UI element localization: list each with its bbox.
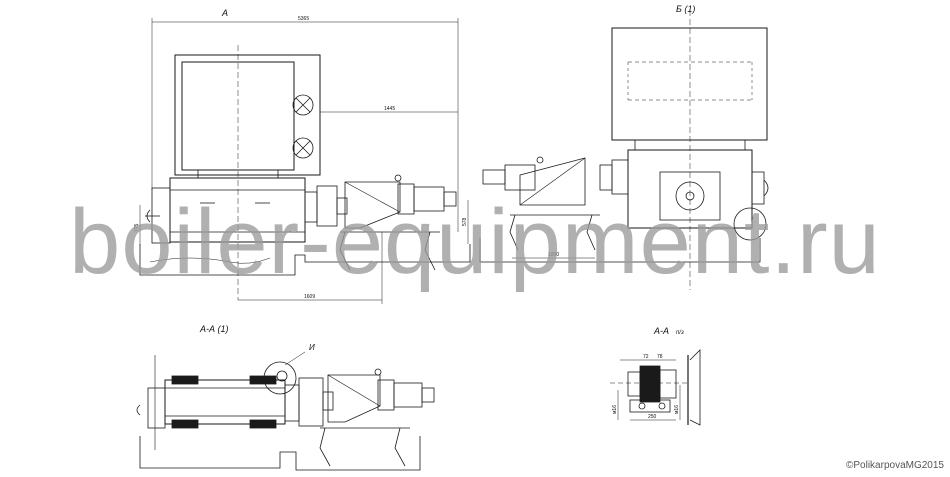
dim-aa-top-a: 72 — [643, 354, 649, 360]
section-aa — [610, 349, 701, 426]
main-view-label: A — [221, 8, 228, 18]
view-b-label: Б (1) — [676, 4, 695, 14]
dim-aa-top-b: 78 — [657, 354, 663, 360]
dim-aa-right: м16 — [674, 405, 680, 414]
dim-base-span: 1609 — [304, 294, 315, 300]
view-b — [479, 10, 769, 290]
dim-base-left-height: 775 — [134, 223, 140, 232]
callout-label: И — [309, 343, 315, 352]
author-credit: ©PolikarpovaMG2015 — [846, 460, 944, 471]
dim-aa-left: м16 — [612, 405, 618, 414]
main-view — [139, 18, 471, 304]
dim-overall-width: 5365 — [298, 16, 309, 22]
dim-right-span: 1000 — [548, 252, 559, 258]
section-aa1 — [136, 351, 435, 471]
dim-right-height: 578 — [462, 217, 468, 226]
dim-aa-bottom: 250 — [648, 414, 657, 420]
section-aa1-label: А-А (1) — [199, 324, 229, 334]
dim-hopper-offset: 1445 — [384, 106, 395, 112]
section-aa-label: А-А — [653, 326, 669, 336]
section-aa-scale: п/з — [676, 330, 684, 336]
